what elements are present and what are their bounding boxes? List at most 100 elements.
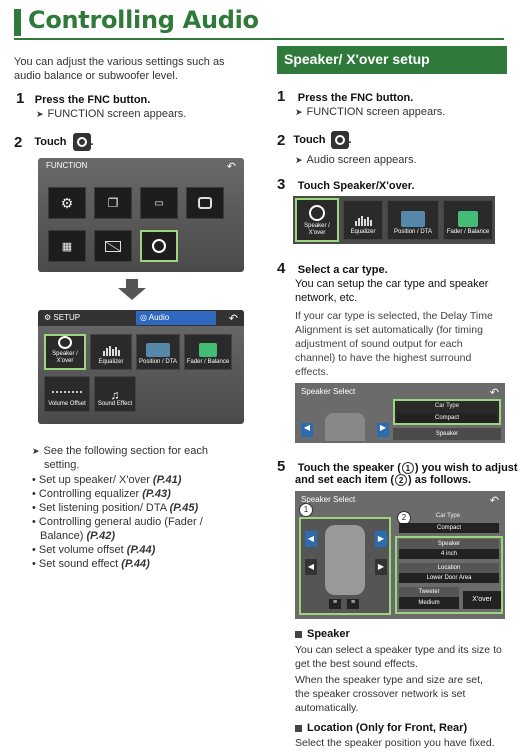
location-para: Select the speaker position you have fix…: [295, 737, 495, 749]
speaker-label: Speaker: [399, 539, 499, 549]
grid-icon: ▦: [61, 240, 73, 253]
right-step-1-sub: ➤FUNCTION screen appears.: [295, 106, 446, 118]
car-type-label: Car Type: [435, 513, 461, 519]
volume-offset-tile[interactable]: Volume Offset: [44, 376, 90, 412]
equalizer-tile[interactable]: Equalizer: [90, 334, 132, 370]
setup-tab[interactable]: ⚙ SETUP: [44, 313, 81, 322]
intro-text: You can adjust the various settings such…: [14, 56, 225, 82]
tweeter-label: Tweeter: [399, 587, 459, 597]
list-item[interactable]: • Controlling general audio (Fader /: [32, 516, 203, 528]
location-heading: Location (Only for Front, Rear): [295, 722, 467, 734]
settings-tile[interactable]: ⚙: [48, 187, 86, 219]
speaker-size-value[interactable]: 4 inch: [399, 549, 499, 559]
left-step-2: 2 Touch .: [14, 133, 94, 151]
display-tile[interactable]: ▭: [140, 187, 178, 219]
apps-tile[interactable]: ▦: [48, 230, 86, 262]
function-screen: FUNCTION ↶ ⚙ ❐ ▭ ▦: [38, 158, 244, 272]
speaker-para-1: You can select a speaker type and its si…: [295, 644, 502, 670]
step-4-para: If your car type is selected, the Delay …: [295, 310, 493, 378]
back-icon[interactable]: ↶: [489, 387, 499, 399]
speaker-icon: [58, 336, 72, 349]
gear-icon: ⚙: [44, 313, 54, 322]
prev-arrow-icon[interactable]: ◀: [301, 423, 313, 437]
list-item[interactable]: • Set sound effect (P.44): [32, 558, 150, 570]
sound-effect-tile[interactable]: ♫ Sound Effect: [94, 376, 136, 412]
list-item[interactable]: • Controlling equalizer (P.43): [32, 488, 171, 500]
list-item[interactable]: • Set volume offset (P.44): [32, 544, 156, 556]
right-step-1: 1 Press the FNC button.: [277, 88, 414, 105]
speaker-select-big: Speaker Select ↶ 1 ◀ ▶ ◀ ▶ ≡ ≡ 2 Car Typ…: [295, 491, 505, 619]
speaker-icon: [309, 205, 325, 221]
back-icon[interactable]: ↶: [226, 161, 236, 173]
sound-effect-icon: ♫: [110, 388, 120, 402]
fader-balance-tile[interactable]: Fader / Balance: [443, 200, 493, 240]
speaker-heading: Speaker: [295, 628, 350, 640]
car-seats-icon: [325, 525, 365, 595]
car-type-value[interactable]: Compact: [399, 523, 499, 533]
speaker-select-title: Speaker Select: [301, 387, 356, 396]
speaker-xover-tile[interactable]: Speaker / X'over: [44, 334, 86, 370]
camera-icon: [198, 197, 212, 209]
down-arrow-stem: [126, 279, 138, 289]
title-accent-bar: [14, 9, 21, 36]
front-right-speaker-button[interactable]: ▶: [375, 531, 387, 547]
right-step-3: 3 Touch Speaker/X'over.: [277, 176, 415, 193]
speaker-para-2: When the speaker type and size are set,t…: [295, 674, 483, 714]
volume-offset-icon: [52, 391, 82, 393]
down-arrow-icon: [118, 288, 146, 300]
right-step-2: 2 Touch .: [277, 131, 352, 149]
list-item[interactable]: Balance) (P.42): [40, 530, 116, 542]
equalizer-tile[interactable]: Equalizer: [343, 200, 383, 240]
subwoofer-left-button[interactable]: ≡: [329, 599, 341, 609]
location-value[interactable]: Lower Door Area: [399, 573, 499, 583]
rear-left-speaker-button[interactable]: ◀: [305, 559, 317, 575]
subwoofer-right-button[interactable]: ≡: [347, 599, 359, 609]
list-item[interactable]: • Set up speaker/ X'over (P.41): [32, 474, 182, 486]
screen-off-tile[interactable]: [94, 230, 132, 262]
speaker-select-title: Speaker Select: [301, 495, 356, 504]
bullet-list: • Set up speaker/ X'over (P.41) • Contro…: [32, 473, 203, 571]
car-type-label: Car Type: [434, 403, 460, 409]
audio-icon: [72, 133, 91, 151]
speaker-xover-tile[interactable]: Speaker / X'over: [295, 198, 339, 242]
camera-tile[interactable]: [186, 187, 224, 219]
speaker-settings-group: [395, 536, 503, 614]
rear-right-speaker-button[interactable]: ▶: [375, 559, 387, 575]
section-header: [277, 46, 507, 74]
audio-menu-strip: Speaker / X'over Equalizer Position / DT…: [293, 196, 495, 244]
back-icon[interactable]: ↶: [228, 313, 238, 325]
audio-tab[interactable]: ◎ Audio: [136, 311, 216, 325]
screen-off-icon: [105, 240, 121, 252]
position-dta-tile[interactable]: Position / DTA: [387, 200, 439, 240]
equalizer-icon: [102, 346, 120, 356]
fader-icon: [458, 211, 478, 227]
see-following-text: ➤See the following section for each sett…: [32, 445, 209, 471]
tweeter-value[interactable]: Medium: [399, 597, 459, 609]
position-icon: [401, 211, 425, 227]
left-step-1: 1 Press the FNC button.: [16, 90, 151, 107]
xover-button[interactable]: X'over: [463, 591, 501, 609]
equalizer-icon: [354, 216, 372, 226]
windows-tile[interactable]: ❐: [94, 187, 132, 219]
audio-icon: [152, 239, 166, 253]
right-step-5: 5 Touch the speaker (1) you wish to adju…: [277, 458, 518, 475]
audio-screen: ⚙ SETUP ◎ Audio ↶ Speaker / X'over Equal…: [38, 310, 244, 424]
page-title: Controlling Audio: [28, 6, 259, 34]
list-item[interactable]: • Set listening position/ DTA (P.45): [32, 502, 199, 514]
position-dta-tile[interactable]: Position / DTA: [136, 334, 180, 370]
callout-1: 1: [299, 503, 313, 517]
display-icon: ▭: [154, 197, 164, 209]
section-title: Speaker/ X'over setup: [284, 51, 430, 67]
fader-balance-tile[interactable]: Fader / Balance: [184, 334, 232, 370]
next-arrow-icon[interactable]: ▶: [377, 423, 389, 437]
square-bullet-icon: [295, 724, 302, 732]
windows-icon: ❐: [107, 196, 119, 210]
back-icon[interactable]: ↶: [489, 495, 499, 507]
audio-tile[interactable]: [140, 230, 178, 262]
square-bullet-icon: [295, 630, 302, 638]
car-type-value[interactable]: Compact: [397, 413, 497, 423]
speaker-select-small: Speaker Select ↶ ◀ ▶ Car Type Compact Sp…: [295, 383, 505, 443]
front-left-speaker-button[interactable]: ◀: [305, 531, 317, 547]
function-screen-title: FUNCTION: [46, 161, 88, 170]
audio-icon: ◎: [140, 313, 149, 322]
